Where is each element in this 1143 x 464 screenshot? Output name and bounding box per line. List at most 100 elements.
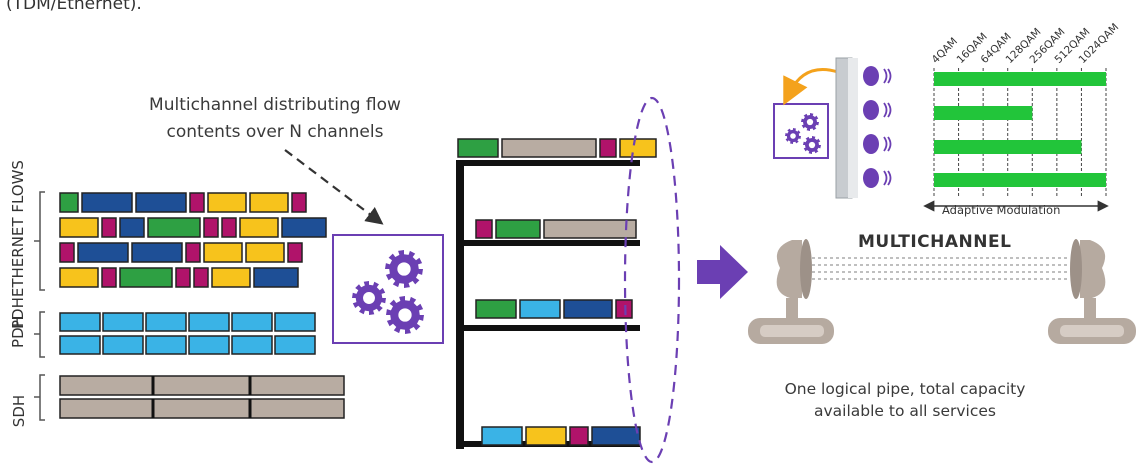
sdh-flows-group bbox=[59, 375, 345, 419]
multichannel-caption: Multichannel distributing flow contents … bbox=[120, 92, 430, 146]
sdh-frame bbox=[59, 375, 345, 396]
modulation-bar bbox=[934, 173, 1106, 187]
channel-packet bbox=[615, 299, 633, 319]
pdh-frame bbox=[145, 312, 187, 332]
pdh-frame bbox=[102, 335, 144, 355]
pdh-frame bbox=[59, 335, 101, 355]
multichannel-title: MULTICHANNEL bbox=[858, 232, 1012, 252]
ethernet-packet bbox=[101, 217, 117, 238]
channel-packet bbox=[563, 299, 613, 319]
ethernet-packet bbox=[147, 217, 201, 238]
ethernet-packet bbox=[135, 192, 187, 213]
signal-icon bbox=[863, 66, 892, 86]
ethernet-packet bbox=[203, 217, 219, 238]
multichannel-processor-box bbox=[332, 234, 444, 344]
ethernet-packet bbox=[77, 242, 129, 263]
flow-brackets bbox=[34, 191, 45, 421]
ethernet-packet bbox=[281, 217, 327, 238]
pdh-ethernet-flows-label: PDHETHERNET FLOWS bbox=[9, 160, 27, 329]
ethernet-packet bbox=[245, 242, 285, 263]
pipe-caption-line-2: available to all services bbox=[813, 402, 996, 420]
pipe-caption-line-1: One logical pipe, total capacity bbox=[784, 380, 1026, 398]
pdh-frame bbox=[274, 335, 316, 355]
gear-shape bbox=[385, 250, 423, 288]
channel-blocks bbox=[457, 138, 657, 446]
ethernet-packet bbox=[193, 267, 209, 288]
link-lines bbox=[812, 257, 1070, 280]
channel-packet bbox=[475, 299, 517, 319]
ethernet-packet bbox=[249, 192, 289, 213]
pdh-frame bbox=[231, 335, 273, 355]
ethernet-packet bbox=[291, 192, 307, 213]
right-radio-dish bbox=[1048, 239, 1136, 344]
feedback-arrow bbox=[783, 68, 839, 106]
gears-icon bbox=[352, 250, 424, 334]
ethernet-packet bbox=[221, 217, 237, 238]
pipe-caption: One logical pipe, total capacity availab… bbox=[760, 378, 1050, 422]
ethernet-packet bbox=[119, 267, 173, 288]
signal-icon bbox=[863, 100, 892, 120]
pdh-frame bbox=[231, 312, 273, 332]
antenna-signal-icons bbox=[863, 66, 892, 188]
page-caption: (TDM/Ethernet). bbox=[6, 0, 142, 14]
modulation-bar bbox=[934, 140, 1082, 154]
pdh-frame bbox=[188, 312, 230, 332]
modulation-bar bbox=[934, 72, 1106, 86]
signal-icon bbox=[863, 134, 892, 154]
signal-icon bbox=[863, 168, 892, 188]
channel-packet bbox=[619, 138, 657, 158]
output-arrow bbox=[697, 245, 748, 299]
channel-packet bbox=[475, 219, 493, 239]
pdh-frame bbox=[145, 335, 187, 355]
pdh-frame bbox=[59, 312, 101, 332]
ethernet-packet bbox=[59, 192, 79, 213]
ethernet-packet bbox=[253, 267, 299, 288]
gear-shape bbox=[785, 128, 801, 144]
gear-shape bbox=[801, 113, 819, 131]
modulation-bar bbox=[934, 106, 1033, 120]
pdh-frame bbox=[188, 335, 230, 355]
channel-packet bbox=[501, 138, 597, 158]
channel-packet bbox=[457, 138, 499, 158]
channel-packet bbox=[481, 426, 523, 446]
ethernet-packet bbox=[185, 242, 201, 263]
ethernet-packet bbox=[175, 267, 191, 288]
channel-packet bbox=[591, 426, 641, 446]
multichannel-caption-line-1: Multichannel distributing flow bbox=[149, 95, 401, 115]
logical-pipe-ellipse bbox=[623, 96, 681, 464]
ethernet-packet bbox=[59, 217, 99, 238]
gears-icon-small bbox=[785, 113, 821, 154]
radio-unit bbox=[773, 57, 892, 199]
sdh-label: SDH bbox=[10, 394, 28, 428]
pdh-frame bbox=[102, 312, 144, 332]
ethernet-packet bbox=[131, 242, 183, 263]
pdh-frame bbox=[274, 312, 316, 332]
ethernet-flows-group bbox=[59, 192, 327, 288]
channel-packet bbox=[519, 299, 561, 319]
ethernet-packet bbox=[203, 242, 243, 263]
channel-packet bbox=[525, 426, 567, 446]
adaptive-modulation-chart bbox=[933, 68, 1107, 198]
sdh-frame bbox=[59, 398, 345, 419]
ethernet-packet bbox=[211, 267, 251, 288]
channel-packet bbox=[569, 426, 589, 446]
gear-shape bbox=[352, 281, 386, 315]
ethernet-packet bbox=[81, 192, 133, 213]
channel-packet bbox=[543, 219, 637, 239]
microwave-link bbox=[748, 239, 1136, 344]
ethernet-packet bbox=[287, 242, 303, 263]
ethernet-packet bbox=[239, 217, 279, 238]
channel-packet bbox=[495, 219, 541, 239]
ethernet-packet bbox=[59, 267, 99, 288]
pdh-label: PDH bbox=[9, 316, 27, 348]
channel-packet bbox=[599, 138, 617, 158]
ethernet-packet bbox=[207, 192, 247, 213]
left-radio-dish bbox=[748, 239, 834, 344]
ethernet-packet bbox=[189, 192, 205, 213]
adaptive-modulation-label: Adaptive Modulation bbox=[942, 203, 1061, 217]
pdh-flows-group bbox=[59, 312, 316, 355]
multichannel-caption-line-2: contents over N channels bbox=[166, 122, 384, 142]
ethernet-packet bbox=[59, 242, 75, 263]
ethernet-packet bbox=[119, 217, 145, 238]
